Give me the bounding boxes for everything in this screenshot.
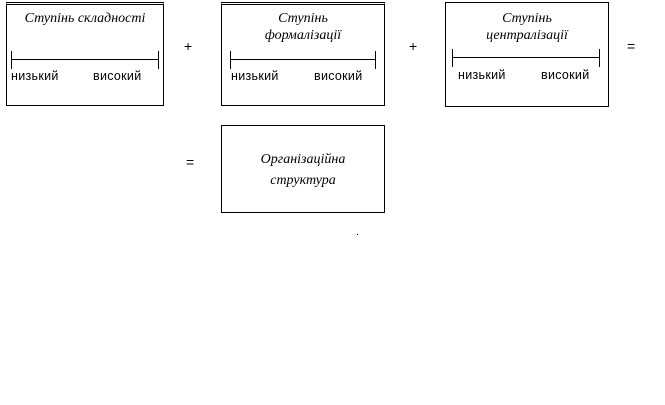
scale-line (11, 59, 159, 60)
centralization-scale (452, 49, 600, 67)
centralization-low-label: низький (458, 68, 506, 82)
scale-tick-high (158, 51, 159, 69)
complexity-low-label: низький (11, 69, 59, 83)
formalization-low-label: низький (231, 69, 279, 83)
formalization-high-label: високий (314, 69, 363, 83)
formalization-scale (230, 51, 376, 69)
centralization-title-line2: централізації (486, 28, 568, 43)
stray-dot (357, 234, 358, 235)
equals-operator-2: = (186, 154, 195, 170)
complexity-scale (11, 51, 159, 69)
complexity-high-label: високий (93, 69, 142, 83)
complexity-box: Ступінь складності низький високий (6, 2, 164, 106)
equals-operator-1: = (627, 38, 636, 54)
formalization-title-line2: формалізації (264, 28, 342, 43)
scale-tick-low (230, 51, 231, 69)
scale-line (452, 57, 600, 58)
scale-tick-high (375, 51, 376, 69)
formalization-box: Ступінь формалізації низький високий (221, 2, 385, 106)
scale-tick-high (599, 49, 600, 67)
centralization-high-label: високий (541, 68, 590, 82)
structure-title-line1: Організаційна (260, 152, 346, 167)
scale-tick-low (452, 49, 453, 67)
centralization-box: Ступінь централізації низький високий (445, 2, 609, 107)
complexity-title: Ступінь складності (24, 11, 146, 26)
structure-title-line2: структура (270, 173, 336, 188)
plus-operator-1: + (184, 38, 193, 54)
scale-line (230, 59, 376, 60)
centralization-title-line1: Ступінь (502, 11, 552, 26)
plus-operator-2: + (409, 38, 418, 54)
organizational-structure-box: Організаційна структура (221, 125, 385, 213)
formalization-title-line1: Ступінь (278, 11, 328, 26)
scale-tick-low (11, 51, 12, 69)
